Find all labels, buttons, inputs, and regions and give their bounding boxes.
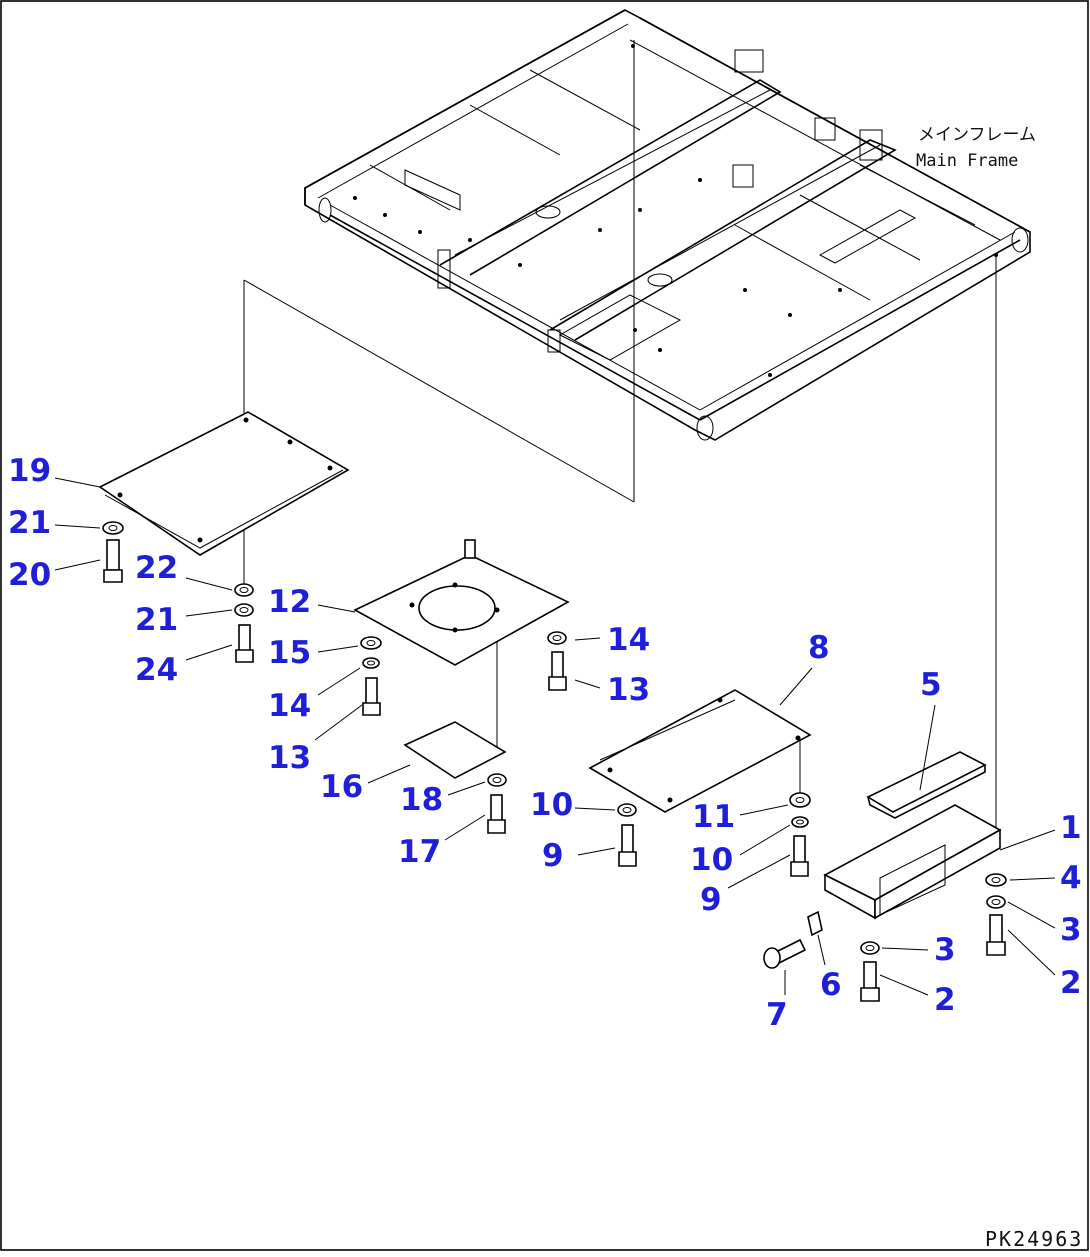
callout-13: 13	[268, 740, 311, 776]
callout-17: 17	[398, 834, 441, 870]
fasteners	[102, 521, 1007, 1002]
callout-10: 10	[530, 787, 573, 823]
cover-plate-8	[588, 689, 812, 813]
callout-9: 9	[700, 882, 722, 918]
box-1	[823, 804, 1002, 920]
callout-20: 20	[8, 557, 51, 593]
callout-2: 2	[1060, 965, 1082, 1001]
callout-14: 14	[268, 688, 311, 724]
callout-21: 21	[8, 505, 51, 541]
bolt-7	[763, 938, 807, 969]
callout-3: 3	[1060, 912, 1082, 948]
callout-14: 14	[607, 622, 650, 658]
callout-6: 6	[820, 967, 842, 1003]
main-frame	[304, 9, 1031, 441]
callout-1: 1	[1060, 810, 1082, 846]
callout-5: 5	[920, 667, 942, 703]
callout-24: 24	[135, 652, 178, 688]
cover-5	[866, 751, 987, 819]
main-frame-label-jp: メインフレーム	[918, 125, 1036, 145]
cover-plate-12	[353, 539, 570, 666]
callout-9: 9	[542, 838, 564, 874]
callout-18: 18	[400, 782, 443, 818]
callout-8: 8	[808, 630, 830, 666]
callout-10: 10	[690, 842, 733, 878]
callout-2: 2	[934, 982, 956, 1018]
callout-3: 3	[934, 932, 956, 968]
callout-15: 15	[268, 635, 311, 671]
callout-21: 21	[135, 602, 178, 638]
cover-plate-16	[403, 721, 507, 779]
callout-13: 13	[607, 672, 650, 708]
callout-12: 12	[268, 584, 311, 620]
bracket-6	[807, 910, 823, 937]
callout-7: 7	[766, 997, 788, 1033]
callout-4: 4	[1060, 860, 1082, 896]
cover-plate-19	[98, 411, 350, 556]
callout-19: 19	[8, 453, 51, 489]
callout-numbers: 1 2 2 3 3 4 5 6 7 8 9 9 10 10 11 12 13 1…	[8, 453, 1082, 1033]
callout-11: 11	[692, 799, 735, 835]
main-frame-label-en: Main Frame	[916, 151, 1018, 171]
drawing-number: PK24963	[985, 1227, 1083, 1251]
leader-lines	[54, 477, 1056, 996]
callout-16: 16	[320, 769, 363, 805]
callout-22: 22	[135, 550, 178, 586]
